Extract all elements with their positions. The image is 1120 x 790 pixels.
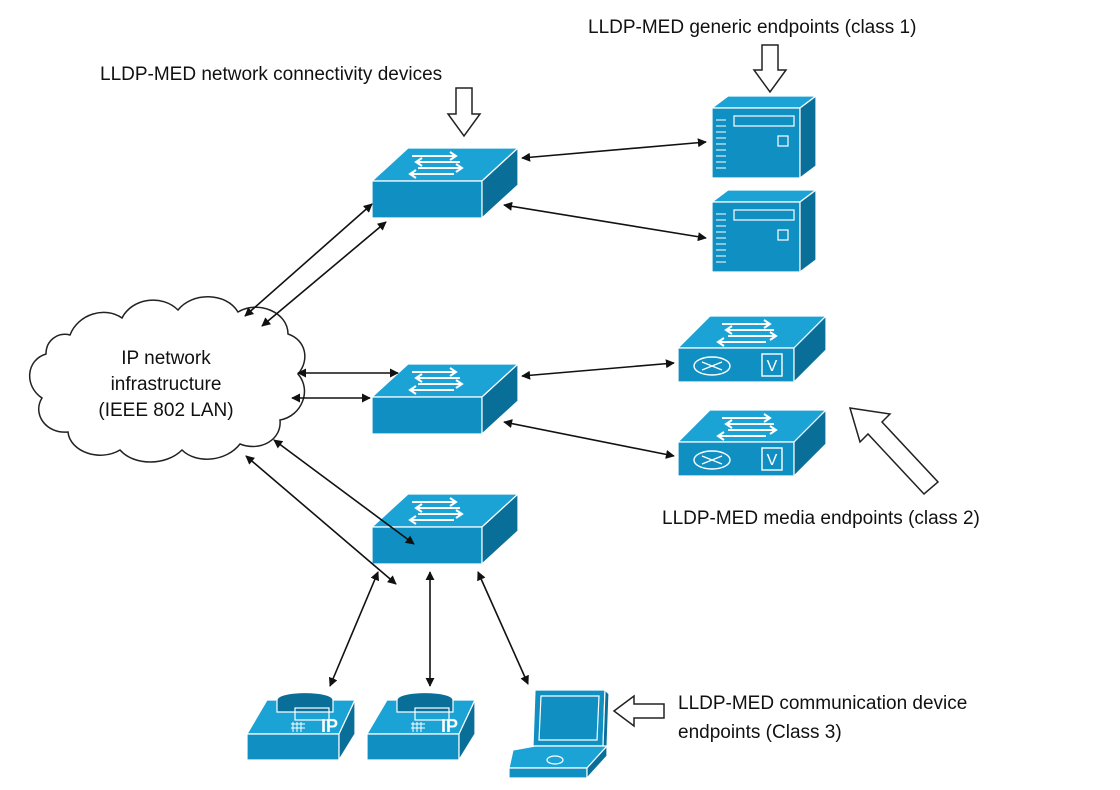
ip-phone-icon: IP — [245, 691, 356, 763]
media-endpoints-pointer-arrow — [848, 407, 940, 496]
link-switch-top-server-1 — [521, 138, 707, 162]
laptop-endpoint — [508, 688, 610, 780]
media-endpoints-label: LLDP-MED media endpoints (class 2) — [662, 508, 980, 529]
phone-badge: IP — [441, 716, 458, 736]
generic-endpoints-pointer-arrow — [752, 44, 788, 94]
switch-icon — [370, 362, 520, 436]
network-devices-label: LLDP-MED network connectivity devices — [100, 64, 442, 85]
media-badge: V — [767, 358, 778, 375]
ip-phone-icon: IP — [365, 691, 476, 763]
generic-endpoint-server-2 — [710, 188, 818, 274]
link-switch-middle-media-1 — [521, 359, 675, 380]
generic-endpoints-label: LLDP-MED generic endpoints (class 1) — [588, 17, 916, 38]
network-devices-pointer-arrow — [446, 87, 482, 138]
switch-middle — [370, 362, 520, 436]
cloud-label-line2: infrastructure — [111, 374, 222, 395]
ip-phone-2: IP — [365, 691, 476, 763]
phone-badge: IP — [321, 716, 338, 736]
media-gateway-icon: V — [676, 314, 828, 384]
media-endpoint-1: V — [676, 314, 828, 384]
cloud-icon: IP network infrastructure (IEEE 802 LAN) — [28, 296, 306, 463]
ip-phone-1: IP — [245, 691, 356, 763]
media-badge: V — [767, 452, 778, 469]
link-cloud-switch-top-2 — [261, 221, 387, 327]
link-cloud-switch-top-1 — [244, 203, 373, 317]
cloud-label-line1: IP network — [121, 348, 211, 369]
server-icon — [710, 188, 818, 274]
cloud-label-line3: (IEEE 802 LAN) — [98, 400, 233, 421]
switch-icon — [370, 146, 520, 220]
switch-top — [370, 146, 520, 220]
connections — [244, 138, 707, 687]
link-cloud-switch-bottom-2 — [273, 439, 415, 545]
generic-endpoint-server-1 — [710, 94, 818, 180]
link-switch-middle-media-2 — [503, 419, 675, 459]
switch-icon — [370, 492, 520, 566]
comm-endpoints-label-line2: endpoints (Class 3) — [678, 722, 842, 743]
server-icon — [710, 94, 818, 180]
switch-bottom — [370, 492, 520, 566]
link-switch-top-server-2 — [503, 201, 707, 242]
laptop-icon — [508, 688, 610, 780]
comm-endpoints-pointer-arrow — [612, 694, 665, 728]
media-endpoint-2: V — [676, 408, 828, 478]
link-switch-bottom-laptop — [477, 571, 529, 685]
link-switch-bottom-phone-1 — [328, 571, 380, 687]
comm-endpoints-label-line1: LLDP-MED communication device — [678, 693, 967, 714]
media-gateway-icon: V — [676, 408, 828, 478]
